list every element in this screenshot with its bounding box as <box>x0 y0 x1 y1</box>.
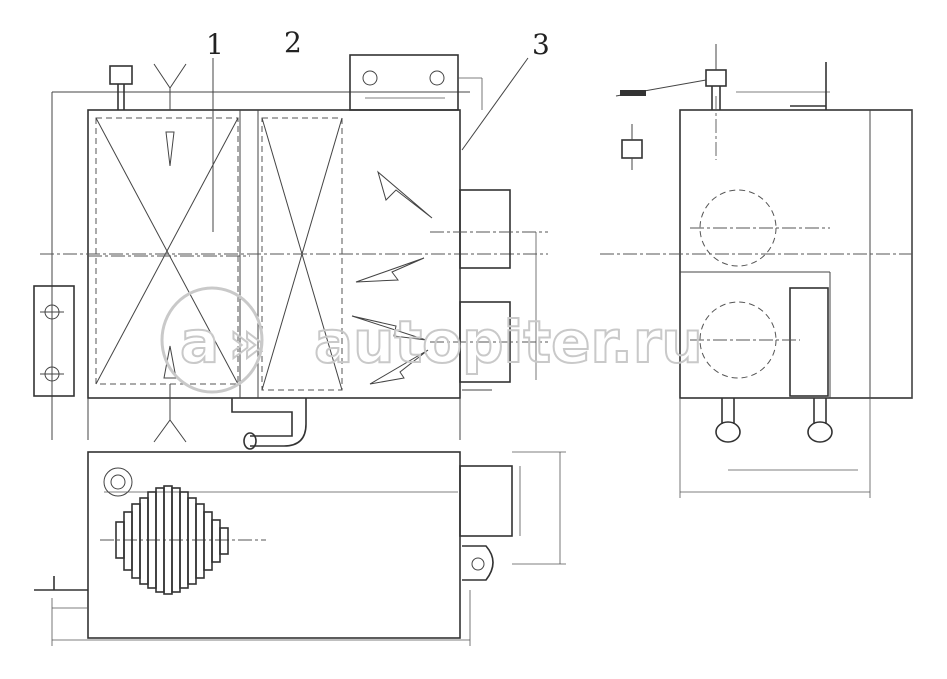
watermark-logo-glyph: a <box>180 308 219 376</box>
filler-cap <box>109 65 133 85</box>
watermark-text: autopiter.ru <box>314 308 703 376</box>
plan-outlet-port <box>459 465 513 537</box>
top-bracket <box>349 54 459 111</box>
plan-body <box>87 451 461 639</box>
side-view <box>600 44 913 498</box>
side-pipe-right <box>807 421 833 443</box>
flow-arrow <box>165 131 175 167</box>
drain-pipe <box>231 398 293 437</box>
callout-leader-3 <box>461 57 529 151</box>
filter-bellows <box>115 485 229 595</box>
callout-2: 2 <box>284 26 302 59</box>
vent-fork-bottom <box>153 419 187 443</box>
flow-arrow <box>355 257 425 283</box>
bracket-bolt-left <box>362 70 378 86</box>
flow-arrows <box>163 131 433 385</box>
vent-fork-top <box>153 63 187 89</box>
front-view <box>33 54 548 450</box>
callout-3: 3 <box>532 28 550 61</box>
detail-valve <box>621 139 643 159</box>
plan-view <box>34 451 566 646</box>
side-port-block <box>789 287 829 397</box>
watermark-logo-ring <box>160 286 264 394</box>
watermark: a » autopiter.ru <box>160 286 704 394</box>
plan-filler-cap <box>103 467 133 497</box>
plan-bracket <box>462 545 494 581</box>
filter-element-1 <box>95 117 239 385</box>
flow-arrow <box>369 349 429 385</box>
outlet-port-upper <box>459 189 511 269</box>
side-filler-cap <box>705 69 727 87</box>
side-pipe-left <box>715 421 741 443</box>
note-label-block <box>620 90 646 96</box>
bracket-bolt-right <box>429 70 445 86</box>
watermark-logo-arrow: » <box>228 308 265 376</box>
flow-arrow <box>351 315 427 341</box>
callout-1: 1 <box>206 28 224 61</box>
flow-arrow <box>377 170 433 219</box>
left-mount-bracket <box>33 285 75 397</box>
